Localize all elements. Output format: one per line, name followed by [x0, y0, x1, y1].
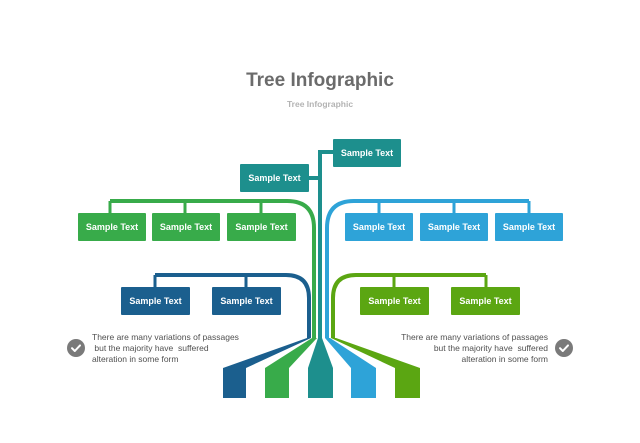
root-bar-navy: [223, 368, 246, 398]
root-wedge-navy: [223, 338, 311, 368]
node-trunk-top: Sample Text: [333, 139, 401, 167]
root-wedge-lime: [331, 338, 420, 368]
branch-navy: [155, 273, 311, 338]
note-left-line-3: alteration in some form: [92, 354, 179, 364]
node-lime-1: Sample Text: [360, 287, 429, 315]
node-green-3: Sample Text: [227, 213, 296, 241]
check-circle-icon: [555, 339, 573, 357]
root-wedge-blue: [325, 338, 376, 368]
note-right-line-2: but the majority have suffered: [433, 343, 548, 353]
node-trunk-left: Sample Text: [240, 164, 309, 192]
check-circle-icon: [67, 339, 85, 357]
note-right: There are many variations of passages bu…: [388, 332, 548, 365]
node-green-2: Sample Text: [152, 213, 220, 241]
node-navy-1: Sample Text: [121, 287, 190, 315]
node-blue-2: Sample Text: [420, 213, 488, 241]
page-title: Tree Infographic: [246, 70, 394, 91]
root-bar-green: [265, 368, 289, 398]
root-wedge-teal: [308, 338, 333, 368]
root-bar-lime: [395, 368, 420, 398]
root-wedge-green: [265, 338, 317, 368]
node-blue-1: Sample Text: [345, 213, 413, 241]
branch-blue: [325, 199, 529, 338]
root-bar-blue: [351, 368, 376, 398]
note-right-line-1: There are many variations of passages: [401, 332, 548, 342]
branch-green: [110, 199, 316, 338]
note-left: There are many variations of passages bu…: [92, 332, 239, 365]
note-right-line-3: alteration in some form: [461, 354, 548, 364]
node-lime-2: Sample Text: [451, 287, 520, 315]
note-left-line-1: There are many variations of passages: [92, 332, 239, 342]
node-navy-2: Sample Text: [212, 287, 281, 315]
note-left-line-2: but the majority have suffered: [92, 343, 209, 353]
page-subtitle: Tree Infographic: [286, 99, 354, 109]
branch-lime: [331, 273, 486, 338]
root-bar-teal: [308, 368, 333, 398]
node-green-1: Sample Text: [78, 213, 146, 241]
node-blue-3: Sample Text: [495, 213, 563, 241]
